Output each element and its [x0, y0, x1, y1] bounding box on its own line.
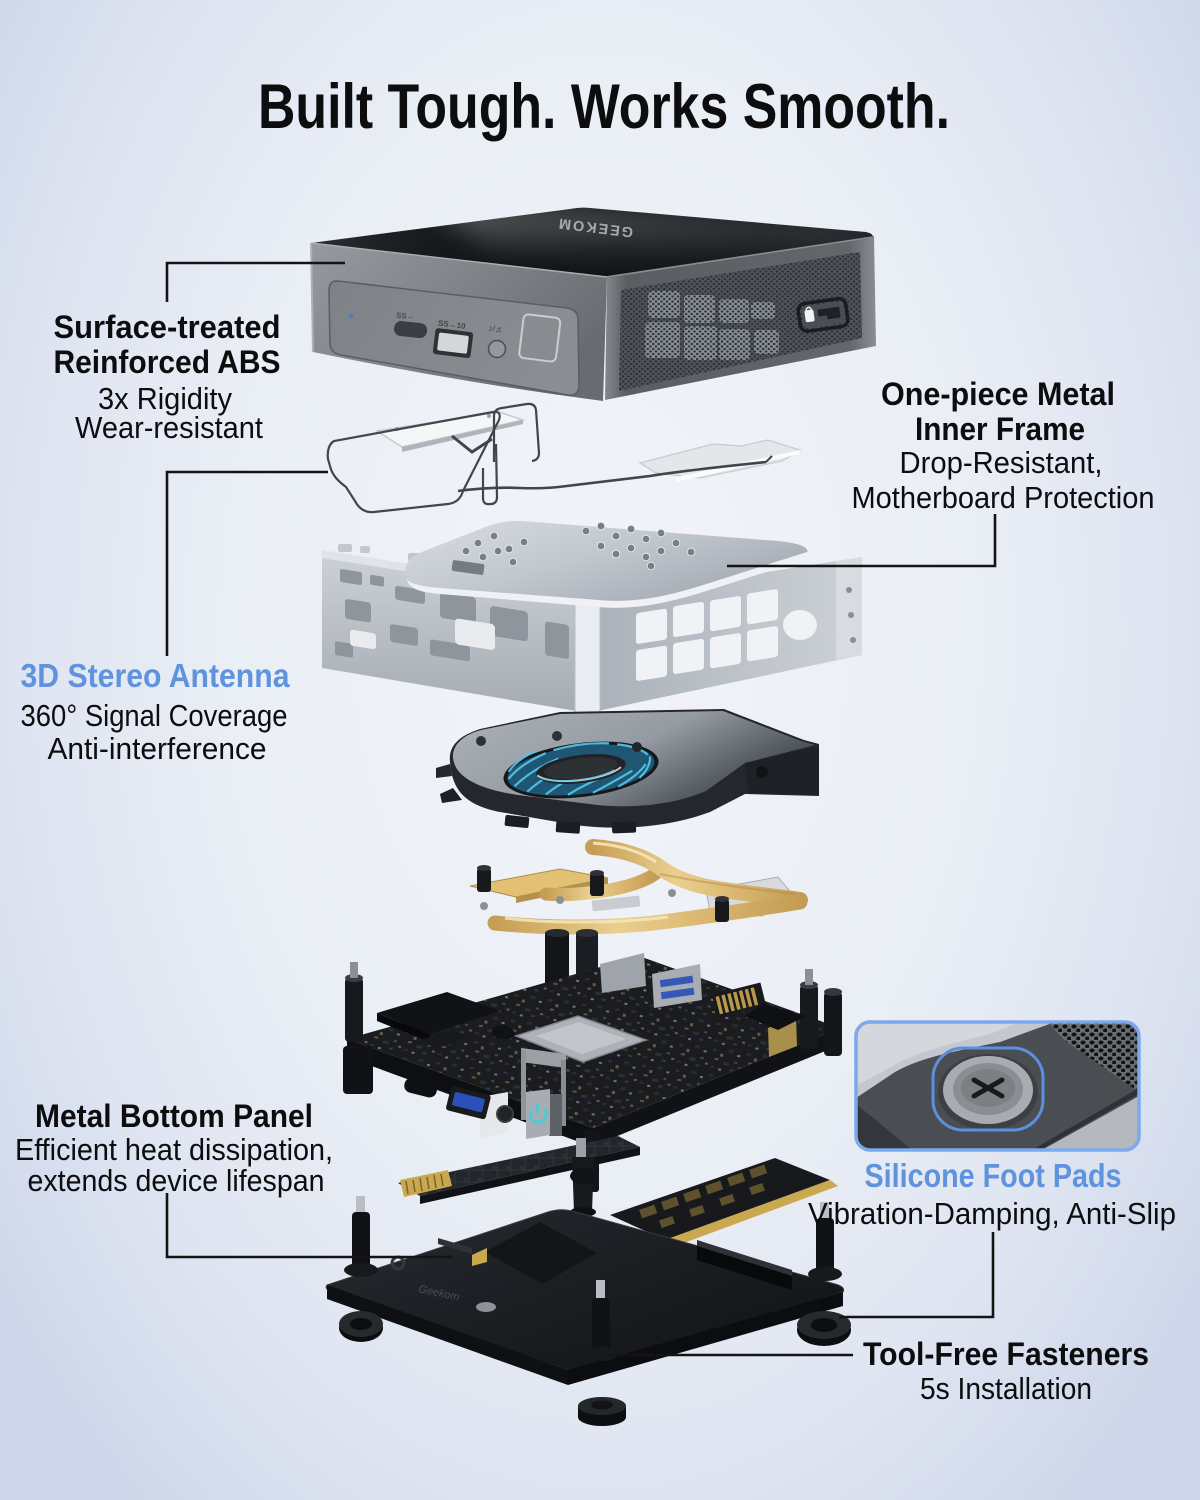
- svg-text:Tool-Free Fasteners: Tool-Free Fasteners: [863, 1336, 1149, 1372]
- svg-text:3x Rigidity: 3x Rigidity: [98, 381, 232, 416]
- svg-text:Metal Bottom Panel: Metal Bottom Panel: [35, 1098, 313, 1134]
- svg-text:♪/♬: ♪/♬: [488, 323, 505, 335]
- svg-text:Inner Frame: Inner Frame: [915, 411, 1085, 447]
- svg-text:SS↔: SS↔: [396, 311, 416, 322]
- svg-text:Built Tough. Works Smooth.: Built Tough. Works Smooth.: [258, 72, 950, 142]
- svg-text:Drop-Resistant,: Drop-Resistant,: [900, 445, 1103, 480]
- svg-text:SS↔10: SS↔10: [438, 319, 467, 331]
- svg-text:Efficient heat dissipation,: Efficient heat dissipation,: [15, 1132, 333, 1167]
- svg-text:Anti-interference: Anti-interference: [48, 731, 267, 766]
- svg-text:Reinforced ABS: Reinforced ABS: [54, 344, 281, 380]
- svg-text:Vibration-Damping, Anti-Slip: Vibration-Damping, Anti-Slip: [808, 1196, 1176, 1231]
- svg-text:360° Signal Coverage: 360° Signal Coverage: [21, 698, 288, 733]
- svg-text:Motherboard Protection: Motherboard Protection: [852, 480, 1155, 515]
- svg-text:Silicone Foot Pads: Silicone Foot Pads: [865, 1157, 1122, 1194]
- svg-text:5s Installation: 5s Installation: [920, 1371, 1092, 1406]
- svg-text:3D Stereo Antenna: 3D Stereo Antenna: [21, 657, 291, 694]
- svg-text:extends device lifespan: extends device lifespan: [28, 1163, 325, 1198]
- svg-text:One-piece Metal: One-piece Metal: [881, 376, 1115, 412]
- svg-text:Surface-treated: Surface-treated: [54, 309, 281, 345]
- svg-text:Wear-resistant: Wear-resistant: [75, 410, 263, 445]
